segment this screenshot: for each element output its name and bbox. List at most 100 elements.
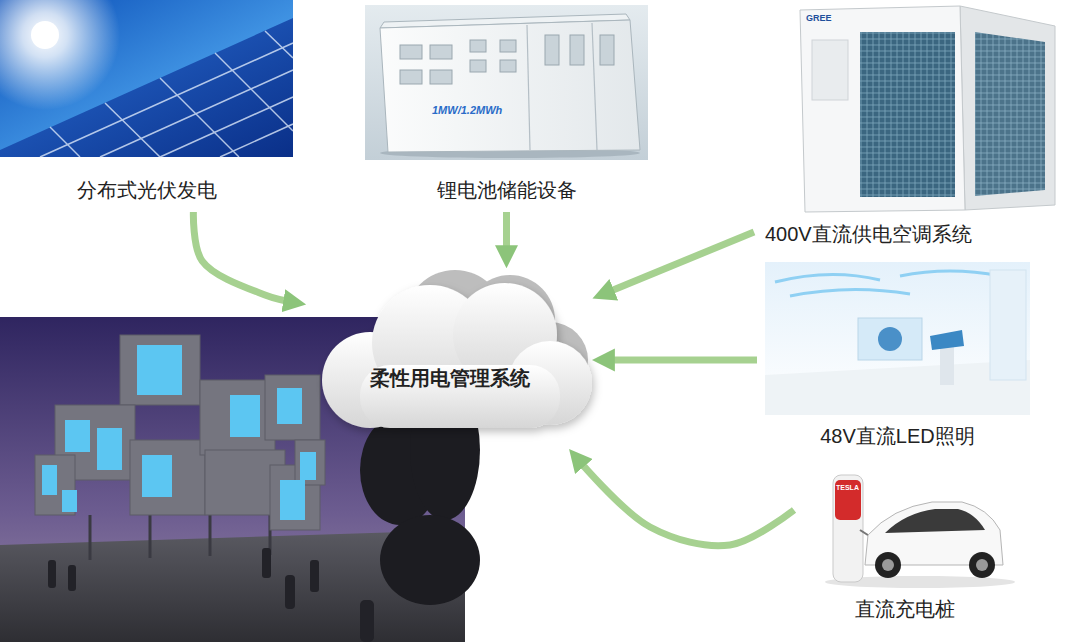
glowing-panels [42, 345, 316, 520]
panel [42, 465, 57, 495]
grid-line [160, 78, 239, 157]
vent [500, 40, 516, 52]
side-grille [975, 32, 1045, 196]
vent [470, 60, 486, 72]
seam [592, 23, 597, 150]
grid-line [265, 31, 293, 58]
person [285, 575, 295, 609]
people [48, 548, 374, 642]
kiosk-stand [940, 345, 954, 385]
flow-arrow [601, 357, 757, 364]
led-strip [790, 289, 910, 296]
sun-glow [0, 0, 120, 110]
photo-node: 48V直流LED照明 [765, 262, 1030, 452]
panel [62, 490, 77, 512]
vent [430, 45, 452, 59]
charger-pillar [833, 475, 863, 582]
building-cubes [35, 335, 325, 530]
panel [277, 388, 302, 424]
led-room-photo [765, 262, 1030, 415]
panel [300, 452, 316, 480]
panel [280, 480, 305, 520]
flow-arrow [575, 456, 794, 546]
vent [430, 70, 452, 84]
panel [65, 420, 90, 452]
person [310, 560, 319, 592]
pillar [149, 515, 152, 558]
seam [527, 25, 530, 150]
grid-line [50, 127, 80, 157]
flow-arrow [601, 232, 754, 295]
solar-photo [0, 0, 293, 157]
grid-line [160, 97, 293, 157]
panel [97, 428, 122, 470]
node-caption: 48V直流LED照明 [765, 424, 1030, 448]
person [48, 560, 56, 588]
photo-node: 直流充电桩 [800, 465, 1010, 625]
photo-label: TESLA [836, 484, 859, 491]
cube [130, 440, 205, 515]
charger-head [835, 480, 861, 520]
battery-photo [365, 5, 648, 160]
rim [976, 559, 988, 571]
sun [31, 21, 59, 49]
kiosk-screen [930, 330, 964, 350]
cube [200, 380, 275, 455]
grid-line [100, 70, 293, 157]
charger-photo [825, 475, 1015, 588]
panel [137, 345, 182, 395]
vent [400, 45, 422, 59]
photo-node: 400V直流供电空调系统 [760, 0, 1070, 250]
vent [600, 35, 614, 65]
led-strip [900, 271, 1000, 276]
cube [265, 375, 320, 440]
wall-column [990, 270, 1026, 380]
person [68, 565, 76, 591]
photo-label: 1MW/1.2MWh [432, 104, 502, 116]
wheel [875, 552, 901, 578]
unit-side [960, 6, 1055, 210]
panel [230, 395, 260, 437]
cube [295, 440, 325, 485]
node-caption: 400V直流供电空调系统 [760, 222, 1070, 246]
flow-arrow [193, 212, 297, 303]
photo-node: 锂电池储能设备 [365, 5, 648, 206]
grid-line [215, 53, 293, 131]
solar-panel [0, 18, 293, 157]
panel [142, 455, 172, 497]
node-caption: 分布式光伏发电 [0, 178, 293, 202]
grid-line [105, 103, 160, 157]
rim [882, 559, 894, 571]
wheel [969, 552, 995, 578]
pillar [209, 515, 212, 556]
car-windows [885, 509, 985, 533]
person [262, 548, 271, 578]
cube [120, 335, 200, 405]
pillar [89, 515, 92, 560]
door-seams [527, 23, 597, 150]
vents [400, 35, 614, 84]
led-strips [775, 271, 1000, 296]
person [360, 600, 374, 642]
front-grille [860, 32, 955, 197]
cloud-base [360, 365, 560, 428]
vent [500, 60, 516, 72]
unit-front [800, 6, 965, 212]
system-name: 柔性用电管理系统 [370, 366, 530, 390]
vent [400, 70, 422, 84]
pillars [90, 515, 270, 560]
room [765, 262, 1030, 415]
container [380, 20, 640, 152]
photo-node: 分布式光伏发电 [0, 0, 293, 206]
node-caption: 直流充电桩 [800, 597, 1010, 621]
panel [812, 40, 848, 100]
display-screen [858, 318, 922, 360]
cloud-front [322, 283, 592, 428]
vent [570, 35, 584, 65]
air-conditioner-photo [800, 6, 1055, 212]
photo-ground [365, 5, 648, 160]
cloud-node: 柔性用电管理系统 [305, 265, 595, 450]
grid-line [220, 124, 293, 157]
screen-graphic [878, 327, 902, 351]
node-caption: 锂电池储能设备 [365, 178, 648, 202]
